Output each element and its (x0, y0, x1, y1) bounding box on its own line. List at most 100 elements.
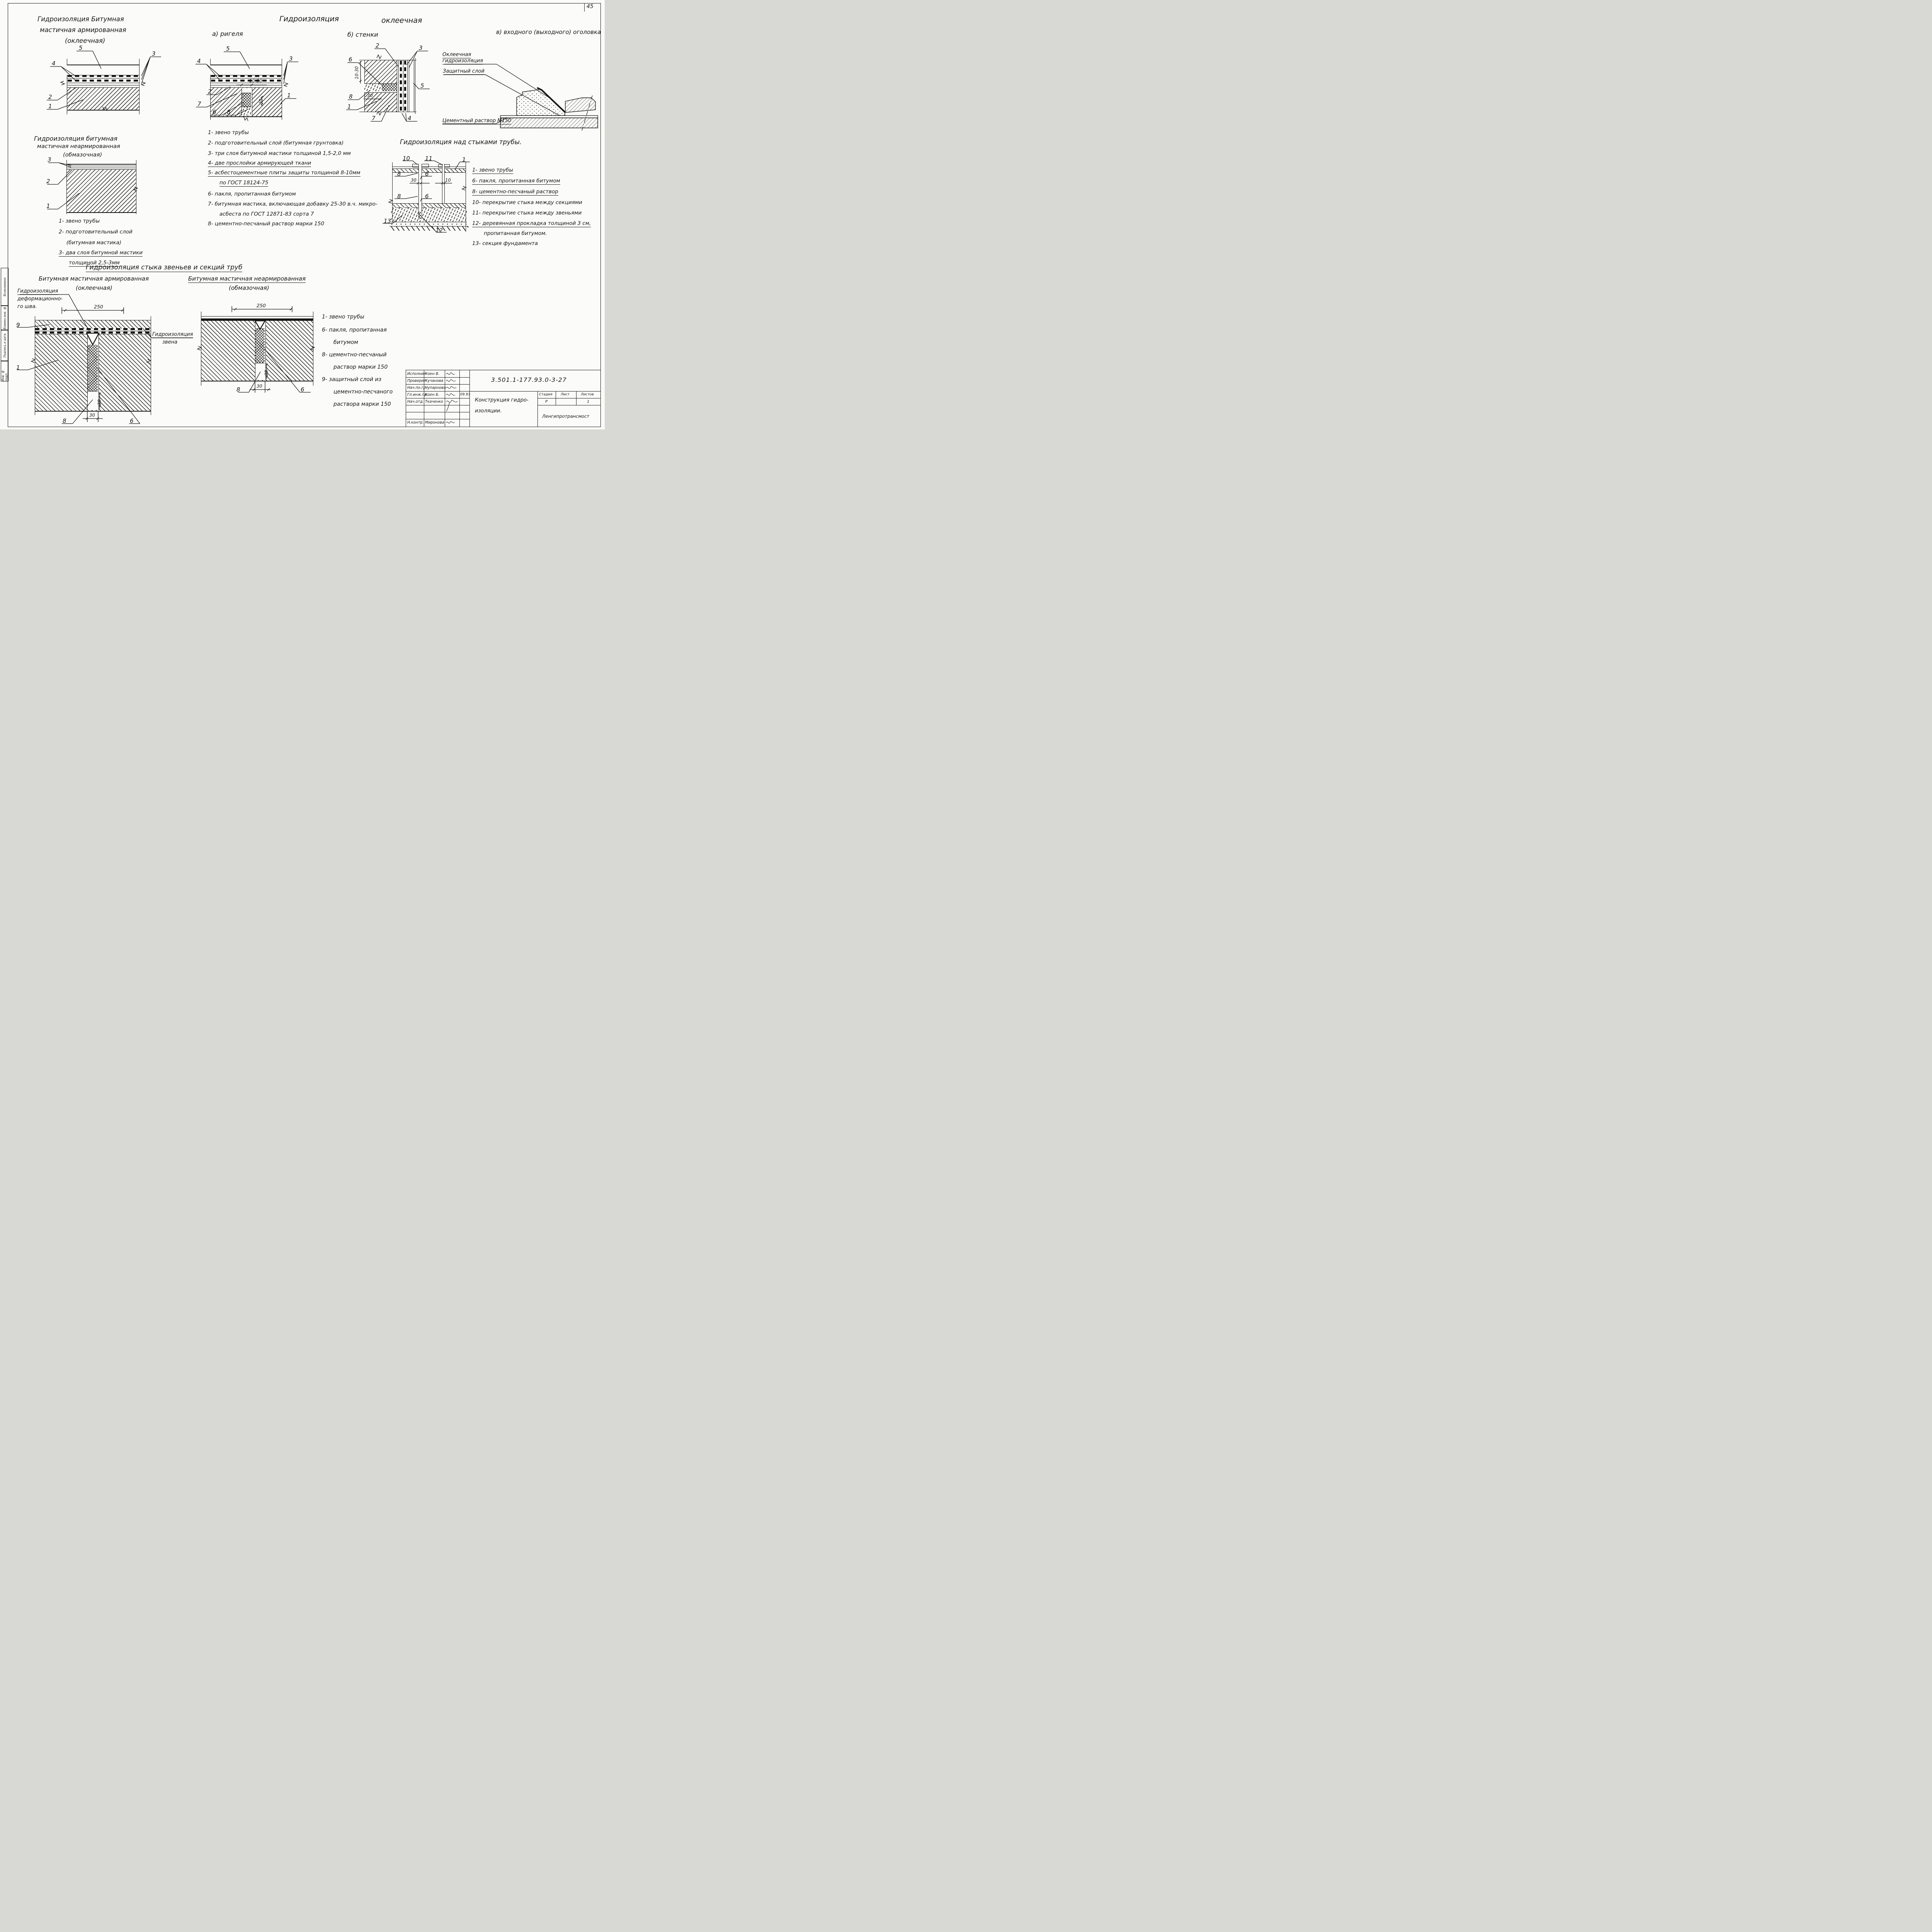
subheading-ogolovok: в) входного (выходного) оголовка (496, 29, 601, 36)
label-link-wp-1: Гидроизоляция (152, 332, 193, 338)
diagA-armature-row2 (68, 80, 138, 82)
tb-title-2: изоляции. (475, 408, 502, 414)
title-midleft-2: мастичная неармированная (37, 143, 120, 150)
dimG-30v: 30 (97, 399, 102, 405)
legend-main-4: 4- две прослойки армирующей ткани (208, 160, 311, 167)
tb-title-1: Конструкция гидро- (475, 397, 529, 403)
sidebar-cell-podpis: Подпись и дата (1, 330, 9, 361)
calloutB-3: 3 (289, 55, 293, 62)
title-midleft-3: (обмазочная) (63, 152, 102, 158)
diagD-headwall-drawing (442, 64, 598, 132)
tb-name-2: Чупарнова (425, 386, 446, 390)
diagG-leaders (17, 294, 193, 424)
legend-main-3: 3- три слоя битумной мастики толщиной 1,… (208, 150, 351, 157)
calloutC-2: 2 (376, 42, 379, 49)
legend-ml-1: 1- звено трубы (59, 218, 100, 224)
legend-b-6b: битумом (333, 339, 358, 346)
dimG-30b: 30 (89, 412, 95, 418)
label-okleech-1: Оклеечная (442, 52, 471, 58)
tb-role-1: Проверил (407, 379, 426, 383)
dimH-250: 250 (257, 303, 266, 308)
subheading-stenki: б) стенки (347, 31, 378, 38)
calloutA-1: 1 (48, 103, 52, 110)
subtitle-bottom-left1: Битумная мастичная армированная (39, 275, 149, 282)
calloutA-5: 5 (79, 44, 83, 51)
label-zashitny-sloy: Защитный слой (443, 68, 485, 75)
calloutC-5: 5 (420, 82, 424, 89)
calloutG-1: 1 (16, 364, 20, 371)
label-cement-mortar: Цементный раствор М150 (442, 118, 512, 124)
diagC-layer-line1 (398, 60, 399, 112)
page-number: 45 (587, 3, 594, 10)
calloutB-1: 1 (287, 92, 291, 99)
diagH-mastic-coat (201, 318, 313, 321)
calloutF-1: 1 (462, 156, 466, 163)
calloutF-6u: 6 (425, 170, 429, 177)
tb-sheet-label: Лист (561, 393, 570, 397)
page-number-tick (584, 3, 585, 12)
drawing-sheet: 45 Всоюзамино Взамен инв. № Подпись и да… (0, 0, 605, 429)
tb-name-7: Миронова (425, 420, 444, 425)
legend-b-8: 8- цементно-песчаный (322, 352, 387, 358)
legend-mr-11: 11- перекрытие стыка между звеньями (472, 210, 582, 216)
legend-b-9b: цементно-песчаного (333, 389, 393, 395)
tb-sheets-value: 1 (587, 400, 590, 404)
legend-ml-3b: толщиной 2,5-3мм (69, 260, 120, 267)
legend-mr-13: 13- секция фундамента (472, 240, 538, 247)
calloutA-4: 4 (52, 60, 56, 67)
tb-name-1: Кучанова (425, 379, 444, 383)
calloutA-2: 2 (48, 94, 52, 100)
tb-signatures (446, 372, 458, 424)
subtitle-bottom-right2: (обмазочная) (229, 284, 269, 291)
diagH-oakum-joint (255, 329, 265, 363)
calloutC-6: 6 (349, 56, 352, 63)
legend-main-5b: по ГОСТ 18124-75 (219, 180, 269, 187)
label-def-seam-2: деформационно- (17, 296, 63, 302)
subtitle-bottom-right1: Битумная мастичная неармированная (188, 275, 306, 283)
legend-mr-6: 6- пакля, пропитанная битумом (472, 178, 560, 185)
diagF-leaders (383, 160, 470, 233)
diagG-armature-row1 (35, 328, 150, 330)
calloutB-5: 5 (226, 45, 230, 52)
diagG-armature-row2 (35, 332, 150, 334)
dimH-30b: 30 (257, 383, 262, 389)
title-midleft-1: Гидроизоляция битумная (34, 135, 117, 142)
legend-main-7b: асбеста по ГОСТ 12871-83 сорта 7 (219, 211, 314, 217)
main-heading-word2: оклеечная (381, 16, 422, 25)
legend-ml-3: 3- два слоя битумной мастики (59, 250, 143, 257)
diagB-armature-row1 (211, 75, 281, 77)
tb-name-4: Ткаченко (425, 400, 443, 404)
dimH-30v: 30 (264, 370, 269, 376)
dimB-30: 30 (258, 99, 264, 104)
label-def-seam-1: Гидроизоляция (17, 288, 58, 295)
dimG-250: 250 (94, 304, 103, 310)
dimF-10: 10 (445, 177, 451, 183)
calloutB-4: 4 (197, 58, 201, 65)
calloutB-6: 6 (213, 109, 216, 116)
title-topleft-line2: мастичная армированная (40, 26, 126, 34)
tb-role-0: Исполнил (407, 372, 426, 376)
dimC-30: 30 (367, 93, 373, 98)
label-def-seam-3: го шва. (17, 304, 37, 310)
diagC-armature-col2 (404, 61, 406, 111)
dimB-10-30: 10-30 (249, 78, 262, 83)
label-link-wp-2: звена (162, 339, 178, 345)
title-topleft-line1: Гидроизоляция Битумная (37, 15, 124, 23)
diagC-mortar-joint (364, 84, 381, 92)
diagF-section-joint (418, 164, 422, 219)
diagC-oakum-joint (382, 84, 397, 92)
main-heading-word1: Гидроизоляция (279, 15, 339, 23)
calloutA-3: 3 (152, 50, 156, 57)
calloutB-7: 7 (197, 100, 201, 107)
legend-mr-8: 8- цементно-песчаный раствор (472, 189, 558, 196)
dimC-10-30: 10-30 (354, 66, 359, 79)
diagE-leaders (47, 162, 138, 209)
dimF-30: 30 (411, 177, 417, 183)
legend-ml-2: 2- подготовительный слой (59, 229, 133, 235)
diagF-foundation (391, 208, 467, 222)
legend-main-1: 1- звено трубы (208, 129, 249, 136)
sidebar-cell-inv: Инв. № подл. (1, 361, 9, 381)
calloutC-4: 4 (408, 115, 412, 122)
calloutF-10: 10 (403, 155, 410, 162)
title-topleft-line3: (оклеечная) (65, 37, 105, 44)
